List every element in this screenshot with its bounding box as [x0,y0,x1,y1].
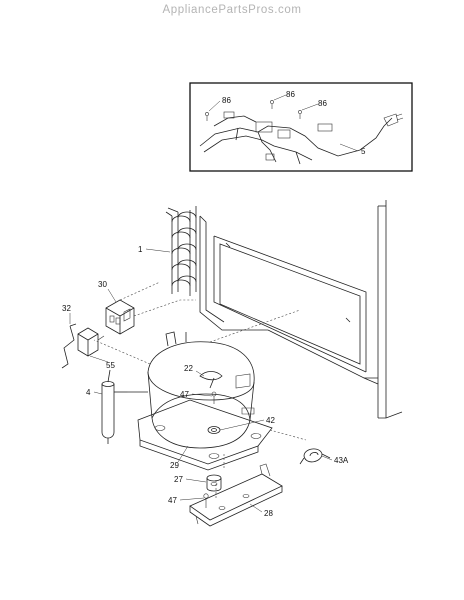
cabinet-frame [199,200,403,419]
callout-47-upper: 47 [180,390,189,399]
condenser-coil [165,206,197,296]
screw-47-upper [211,391,217,404]
filter-drier-4 [101,369,128,444]
overload-clip-22 [199,371,223,389]
watermark-text: AppliancePartsPros.com [162,4,302,16]
callout-28: 28 [264,509,273,518]
assembly-dashed-lines [93,281,307,500]
screw-47-lower [203,493,209,508]
grommet-27 [206,474,222,492]
callout-86-b: 86 [286,90,295,99]
callout-47-lower: 47 [168,496,177,505]
wiring-harness-inset: 86 86 86 5 [189,82,413,172]
callout-86-c: 86 [318,99,327,108]
callout-55: 55 [106,361,115,370]
callout-86-a: 86 [222,96,231,105]
tube-clamp-43A [299,448,331,465]
callout-5: 5 [361,147,366,156]
callout-1: 1 [138,245,143,254]
callout-22: 22 [184,364,193,373]
callout-4: 4 [86,388,91,397]
callout-43A: 43A [334,456,349,465]
callout-30: 30 [98,280,107,289]
mounting-bracket-28 [189,463,283,527]
leader-lines [69,248,333,513]
callout-32: 32 [62,304,71,313]
start-device-55 [77,327,105,357]
callout-42: 42 [266,416,275,425]
callout-27: 27 [174,475,183,484]
relay-overload [105,299,135,335]
compressor-29 [128,331,273,471]
callout-29: 29 [170,461,179,470]
wire-clip-32 [61,323,77,369]
